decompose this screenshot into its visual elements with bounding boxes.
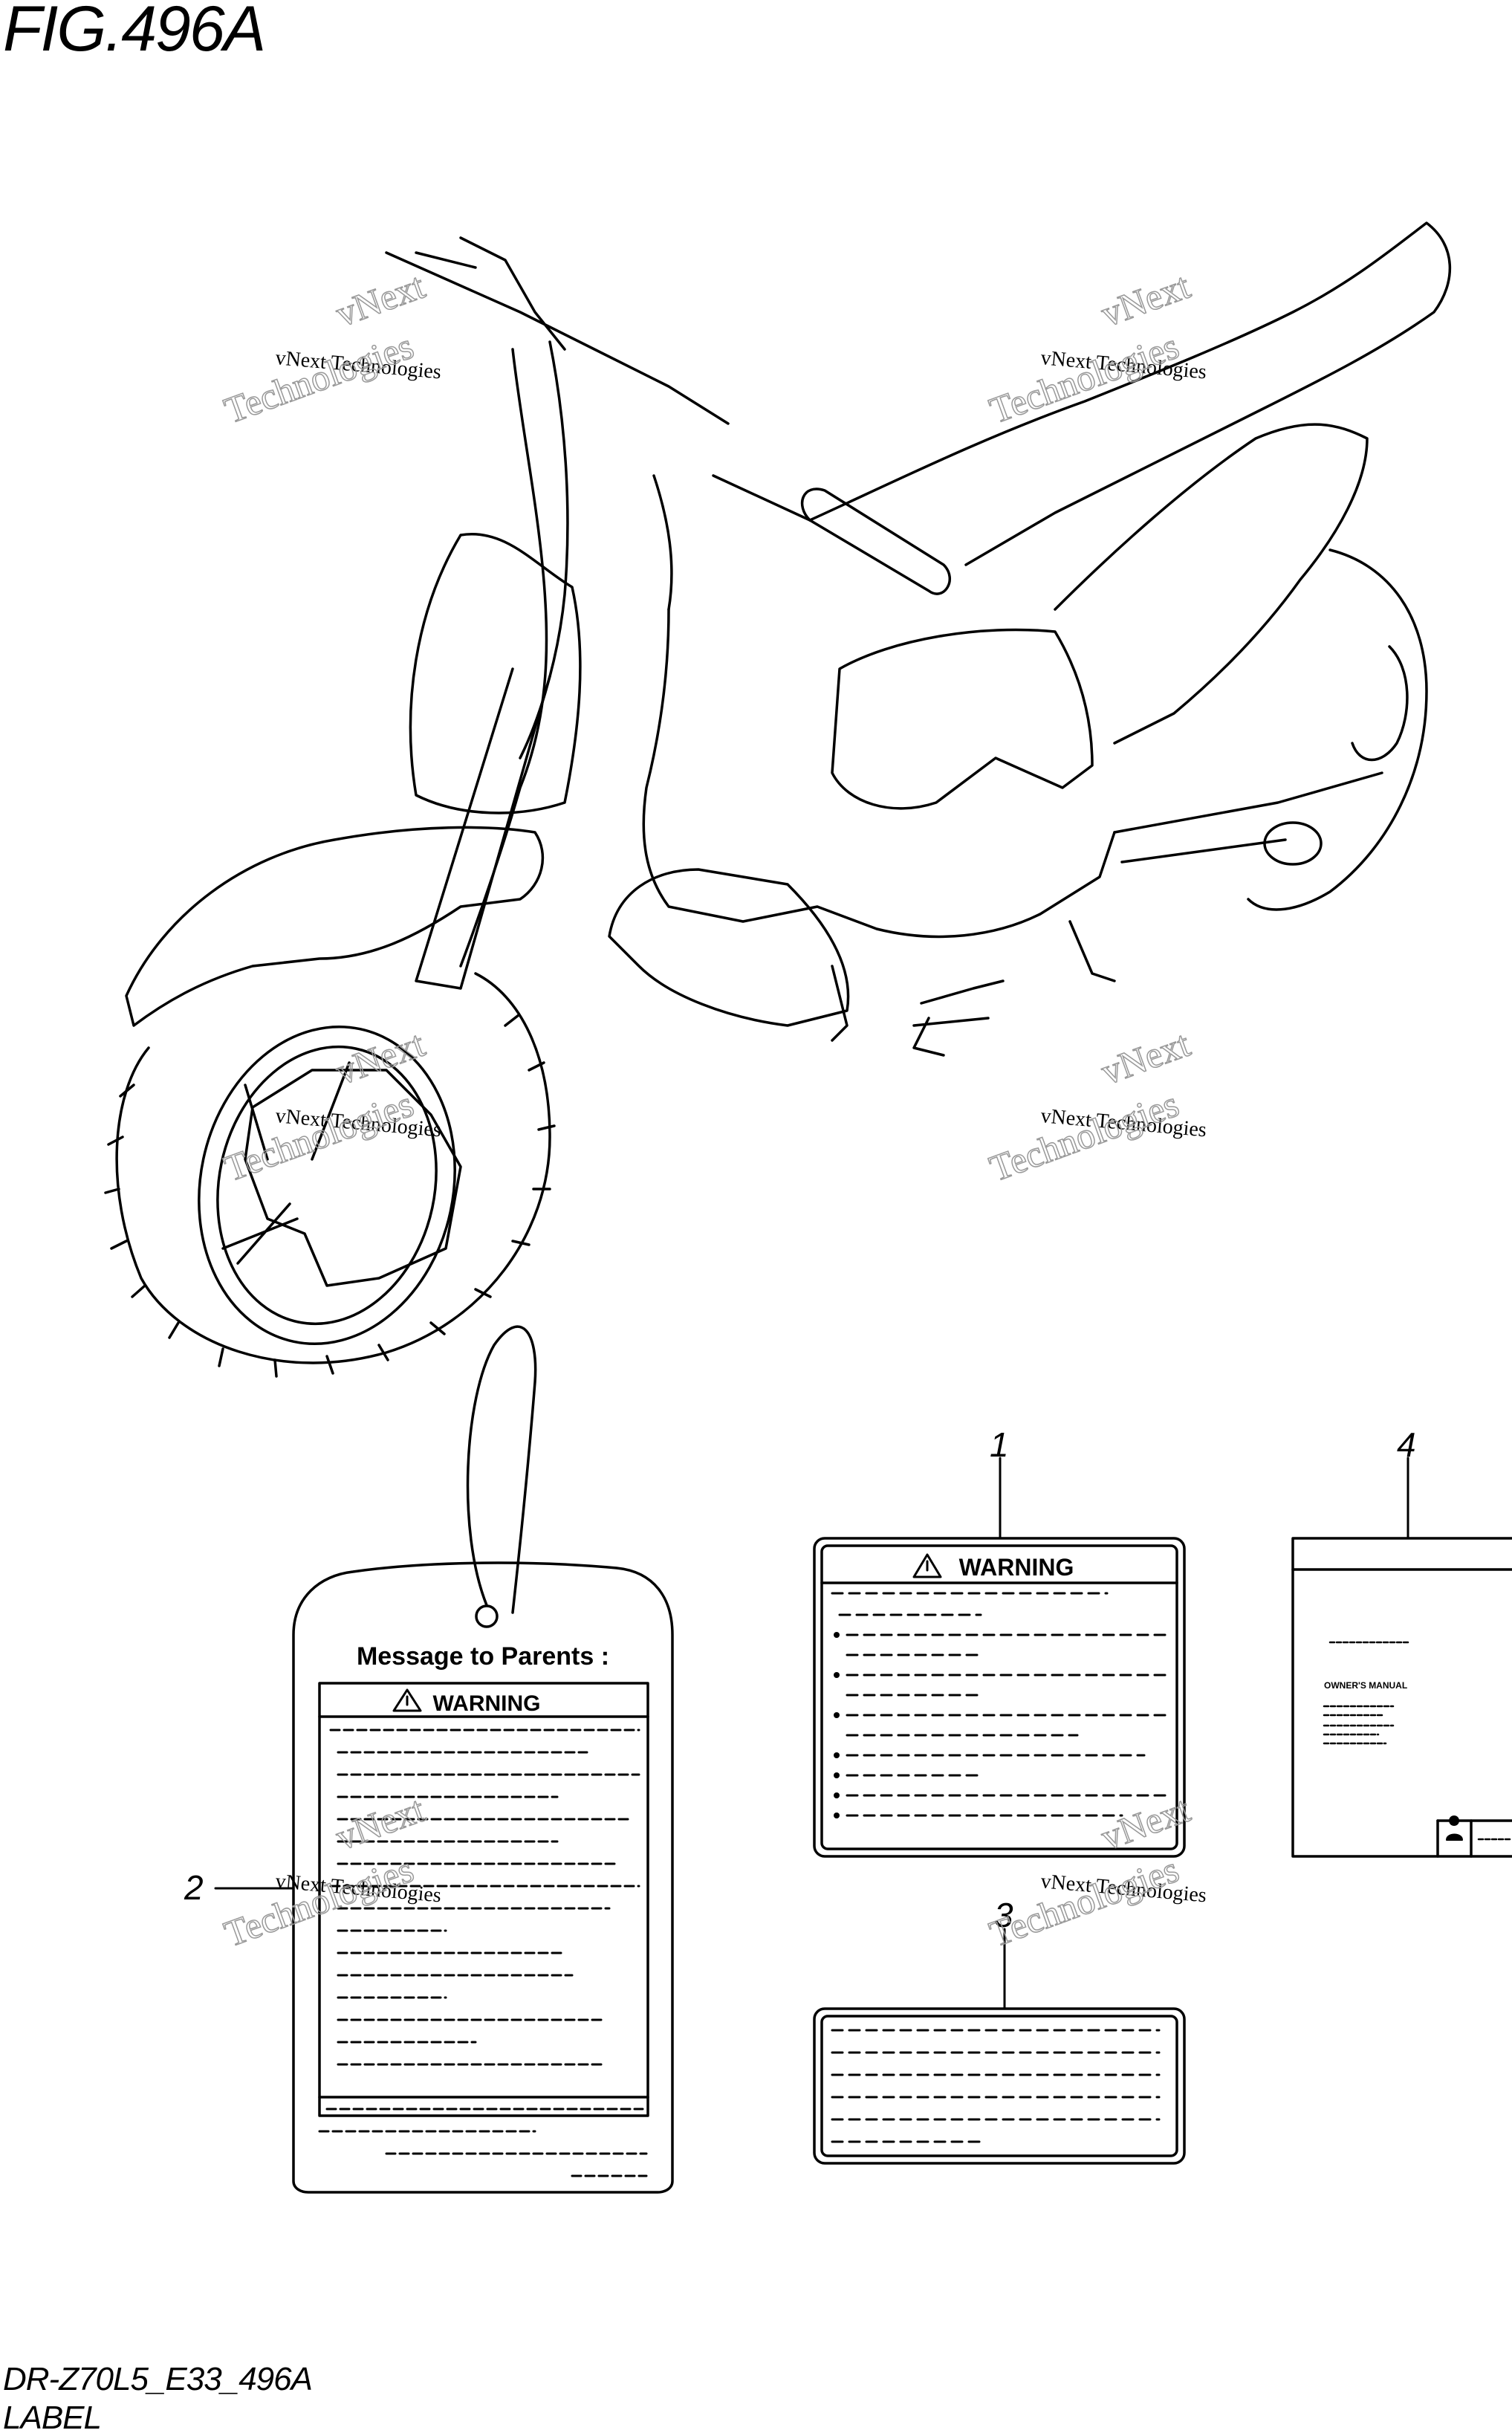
svg-text:vNext: vNext [1096,1023,1195,1092]
figure-title: FIG.496A [3,0,266,65]
label-1-warning [813,1457,1186,1858]
engine [608,868,850,1027]
callout-1: 1 [990,1425,1009,1464]
swing-arm [1113,771,1383,864]
fuel-tank [831,628,1094,810]
handlebar [385,236,730,425]
svg-text:vNext: vNext [331,265,430,334]
side-panel [1054,423,1369,745]
owners-manual-text: OWNER'S MANUAL [1324,1680,1407,1691]
label-2-hang-tag [214,1325,674,2194]
svg-text:vNext: vNext [331,1023,430,1092]
figure-name: LABEL [3,2400,102,2436]
front-fender [125,826,545,1027]
front-rim [198,1025,456,1346]
label1-warning-heading: WARNING [959,1554,1074,1581]
label-3-info [813,1928,1186,2165]
watermarks: vNext Technologies vNext Technologies vN… [218,264,1207,1955]
seat [808,221,1452,566]
figure-code: DR-Z70L5_E33_496A [3,2361,313,2397]
svg-text:vNext: vNext [331,1788,430,1858]
callout-4: 4 [1397,1425,1416,1464]
svg-text:vNext: vNext [1096,1788,1195,1858]
fork-guard [244,1069,462,1287]
front-forks [415,667,551,990]
footpeg [912,979,1005,1057]
callout-2: 2 [184,1868,204,1907]
right-grip [801,487,952,595]
tag-warning-heading: WARNING [433,1691,541,1716]
callout-3: 3 [994,1896,1013,1934]
watermark: vNext Technologies vNext Technologies [984,264,1207,432]
tag-string [466,1325,537,1614]
svg-text:vNext: vNext [1096,265,1195,334]
rear-wheel [1247,548,1428,911]
watermark: vNext Technologies vNext Technologies [984,1787,1207,1955]
motorcycle-illustration [104,221,1452,1378]
watermark: vNext Technologies vNext Technologies [984,1022,1207,1190]
frame [642,608,1116,939]
item-4-owners-manual [1291,1457,1512,1858]
watermark: vNext Technologies vNext Technologies [218,264,442,432]
number-plate [409,532,582,814]
front-tire [115,972,551,1364]
kickstart [1068,920,1116,982]
parents-heading: Message to Parents : [357,1642,609,1671]
